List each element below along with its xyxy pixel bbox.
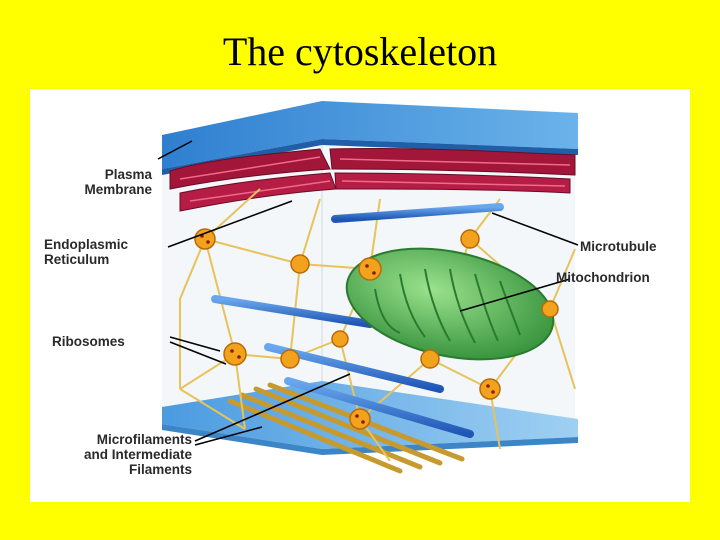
label-ribosomes: Ribosomes (52, 334, 125, 349)
ribosome-dots (200, 234, 495, 424)
ribosomes (194, 228, 559, 430)
label-endoplasmic-reticulum: Endoplasmic Reticulum (44, 237, 129, 267)
basal-membrane (162, 381, 578, 455)
label-plasma-membrane: Plasma Membrane (84, 167, 152, 197)
diagram-panel: Plasma Membrane Endoplasmic Reticulum Ri… (30, 89, 690, 502)
mitochondrion (345, 247, 555, 361)
label-microtubule: Microtubule (580, 239, 657, 254)
label-mitochondrion: Mitochondrion (556, 270, 650, 285)
cytoskeleton-illustration (157, 101, 579, 474)
plasma-membrane (162, 101, 578, 175)
label-microfilaments: Microfilaments and Intermediate Filament… (83, 432, 192, 477)
slide-title: The cytoskeleton (222, 29, 498, 74)
leader-lines (157, 140, 579, 446)
